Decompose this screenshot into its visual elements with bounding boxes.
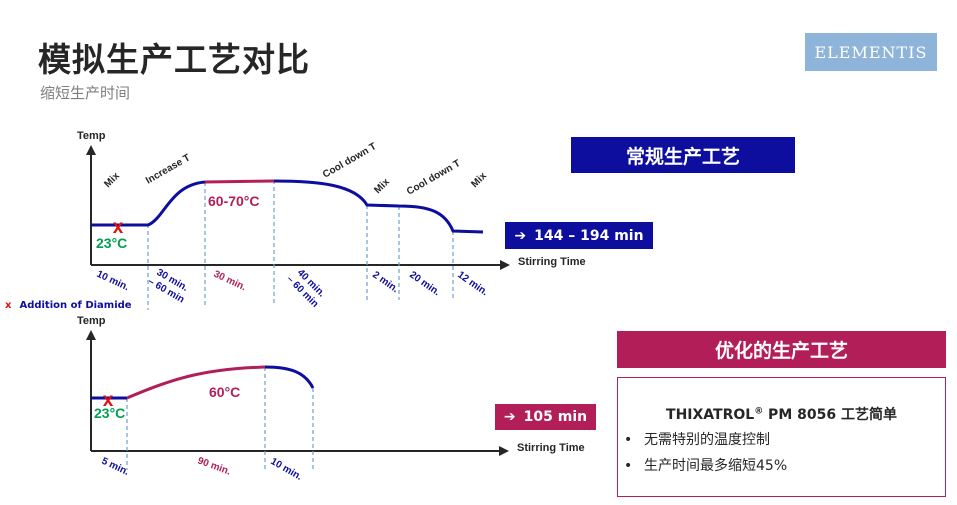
conv-duration-label: 20 min. (407, 269, 442, 298)
features-list: 无需特别的温度控制 生产时间最多缩短45% (624, 429, 787, 481)
conv-duration-label: 40 min. – 60 min (284, 265, 329, 310)
conv-duration-label: 2 min. (370, 269, 400, 295)
conv-duration-label: 30 min. (212, 269, 248, 294)
legend-text: Addition of Diamide (19, 300, 132, 311)
conv-phase-label: Cool down T (321, 141, 378, 181)
optimized-total-time-value: 105 min (523, 409, 588, 425)
page-title: 模拟生产工艺对比 (38, 40, 310, 79)
conv-curve-heating (91, 180, 206, 227)
conventional-chart: Temp Stirring Time x 23°C 60-70°C Mix In… (77, 130, 586, 310)
conv-phase-label: Mix (469, 170, 489, 190)
diamide-marker-icon: x (5, 300, 12, 311)
page-subtitle: 缩短生产时间 (40, 84, 131, 102)
feature-item: 无需特别的温度控制 (624, 429, 787, 449)
conv-phase-labels: Mix Increase T Cool down T Mix Cool down… (102, 141, 489, 198)
features-box: THIXATROL® PM 8056 工艺简单 无需特别的温度控制 生产时间最多… (617, 377, 946, 497)
opt-duration-label: 10 min. (269, 456, 305, 483)
opt-plateau-temp: 60°C (209, 384, 240, 400)
conv-curve-cooling (273, 179, 484, 234)
conventional-total-time: ➔ 144 – 194 min (505, 222, 653, 249)
optimized-total-time: ➔ 105 min (495, 404, 596, 430)
opt-diamide-marker: x (103, 390, 114, 411)
opt-y-axis-label: Temp (77, 315, 106, 327)
conv-phase-label: Cool down T (405, 158, 462, 198)
opt-x-axis-label: Stirring Time (517, 442, 585, 454)
opt-phase-dividers (126, 367, 314, 470)
conv-curve-plateau (204, 179, 275, 184)
opt-curve-cooling (264, 365, 315, 389)
arrow-right-icon: ➔ (514, 227, 527, 244)
feature-item: 生产时间最多缩短45% (624, 455, 787, 475)
conv-diamide-marker: x (113, 217, 124, 238)
conv-duration-label: 10 min. (95, 269, 131, 294)
conv-plateau-temp: 60-70°C (208, 193, 260, 209)
opt-duration-label: 90 min. (196, 455, 232, 477)
legend: x Addition of Diamide (5, 300, 132, 311)
conventional-total-time-value: 144 – 194 min (534, 227, 644, 244)
optimized-chart: Temp Stirring Time x 23°C 60°C 5 min. 90… (77, 315, 585, 483)
conv-duration-labels: 10 min. 30 min. – 60 min 30 min. 40 min.… (95, 265, 490, 310)
features-title: THIXATROL® PM 8056 工艺简单 (666, 406, 897, 423)
opt-duration-labels: 5 min. 90 min. 10 min. (100, 455, 304, 482)
opt-start-temp: 23°C (94, 405, 125, 421)
conv-phase-dividers (147, 180, 454, 310)
conv-duration-label: 12 min. (455, 269, 490, 298)
opt-curve-heating (126, 365, 266, 400)
conv-phase-label: Mix (102, 170, 122, 190)
conventional-process-label: 常规生产工艺 (571, 137, 795, 173)
conv-x-axis-label: Stirring Time (518, 256, 586, 268)
elementis-logo: ELEMENTIS (805, 33, 937, 71)
conv-duration-label: 30 min. – 60 min (146, 266, 192, 306)
arrow-right-icon: ➔ (503, 409, 516, 425)
conv-start-temp: 23°C (96, 235, 127, 251)
conv-y-axis-label: Temp (77, 130, 106, 142)
opt-duration-label: 5 min. (100, 456, 131, 478)
conv-phase-label: Increase T (144, 152, 192, 186)
conv-phase-label: Mix (372, 176, 392, 196)
optimized-process-label: 优化的生产工艺 (617, 331, 946, 368)
